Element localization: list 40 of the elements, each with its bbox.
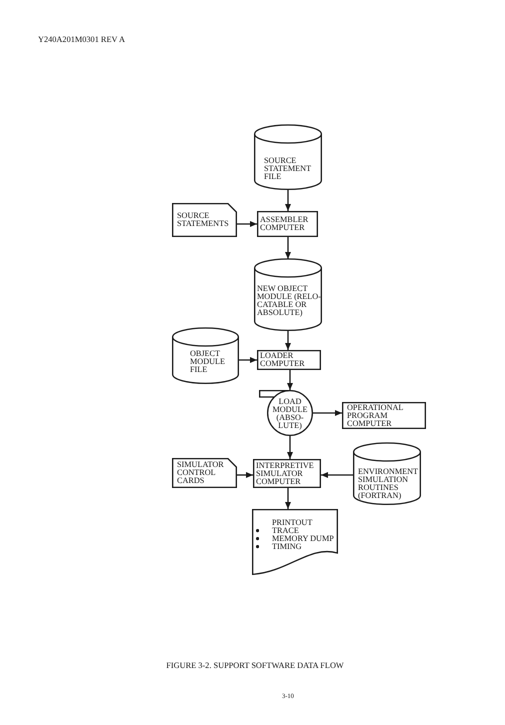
storage-cylinder [353,443,421,505]
node-label: SIMULATOR CONTROL CARDS [177,461,225,485]
node-label: ASSEMBLER COMPUTER [260,216,310,232]
arrow [285,190,291,211]
figure-caption: FIGURE 3-2. SUPPORT SOFTWARE DATA FLOW [165,661,345,670]
arrow [287,370,293,390]
arrow [321,472,353,478]
node-label: INTERPRETIVE SIMULATOR COMPUTER [256,462,315,486]
tape-reel-symbol [259,390,313,436]
arrow [285,237,291,259]
arrow [237,472,253,478]
storage-cylinder [254,125,322,190]
node-label: SOURCE STATEMENT FILE [264,157,312,181]
node-label: OPERATIONAL PROGRAM COMPUTER [347,404,404,428]
arrow [285,331,291,350]
list-item: MEMORY DUMP [272,535,335,543]
document-number: Y240A201M0301 REV A [38,35,125,44]
arrow [237,221,257,227]
node-label: LOAD MODULE (ABSO-LUTE) [271,398,309,430]
punched-card [172,458,237,488]
arrow [313,410,342,416]
arrow [285,488,291,509]
node-label: LOADER COMPUTER [260,352,306,368]
process-box [257,350,321,370]
arrow [287,436,293,459]
process-box [342,402,426,429]
document-shape [252,509,338,575]
node-label: SOURCE STATEMENTS [177,212,230,228]
process-box [253,459,321,488]
punched-card [172,203,237,237]
printout-heading: PRINTOUT [272,519,314,527]
storage-cylinder [172,328,239,384]
node-label: NEW OBJECT MODULE (RELO-CATABLE OR ABSOLUTE) [257,285,322,317]
list-item: TRACE [272,527,300,535]
process-box [257,211,318,237]
arrow [239,357,257,363]
storage-cylinder [254,259,322,331]
node-label: ENVIRONMENT SIMULATION ROUTINES (FORTRAN) [358,468,419,500]
node-label: OBJECT MODULE FILE [190,350,226,374]
list-item: TIMING [272,543,303,551]
